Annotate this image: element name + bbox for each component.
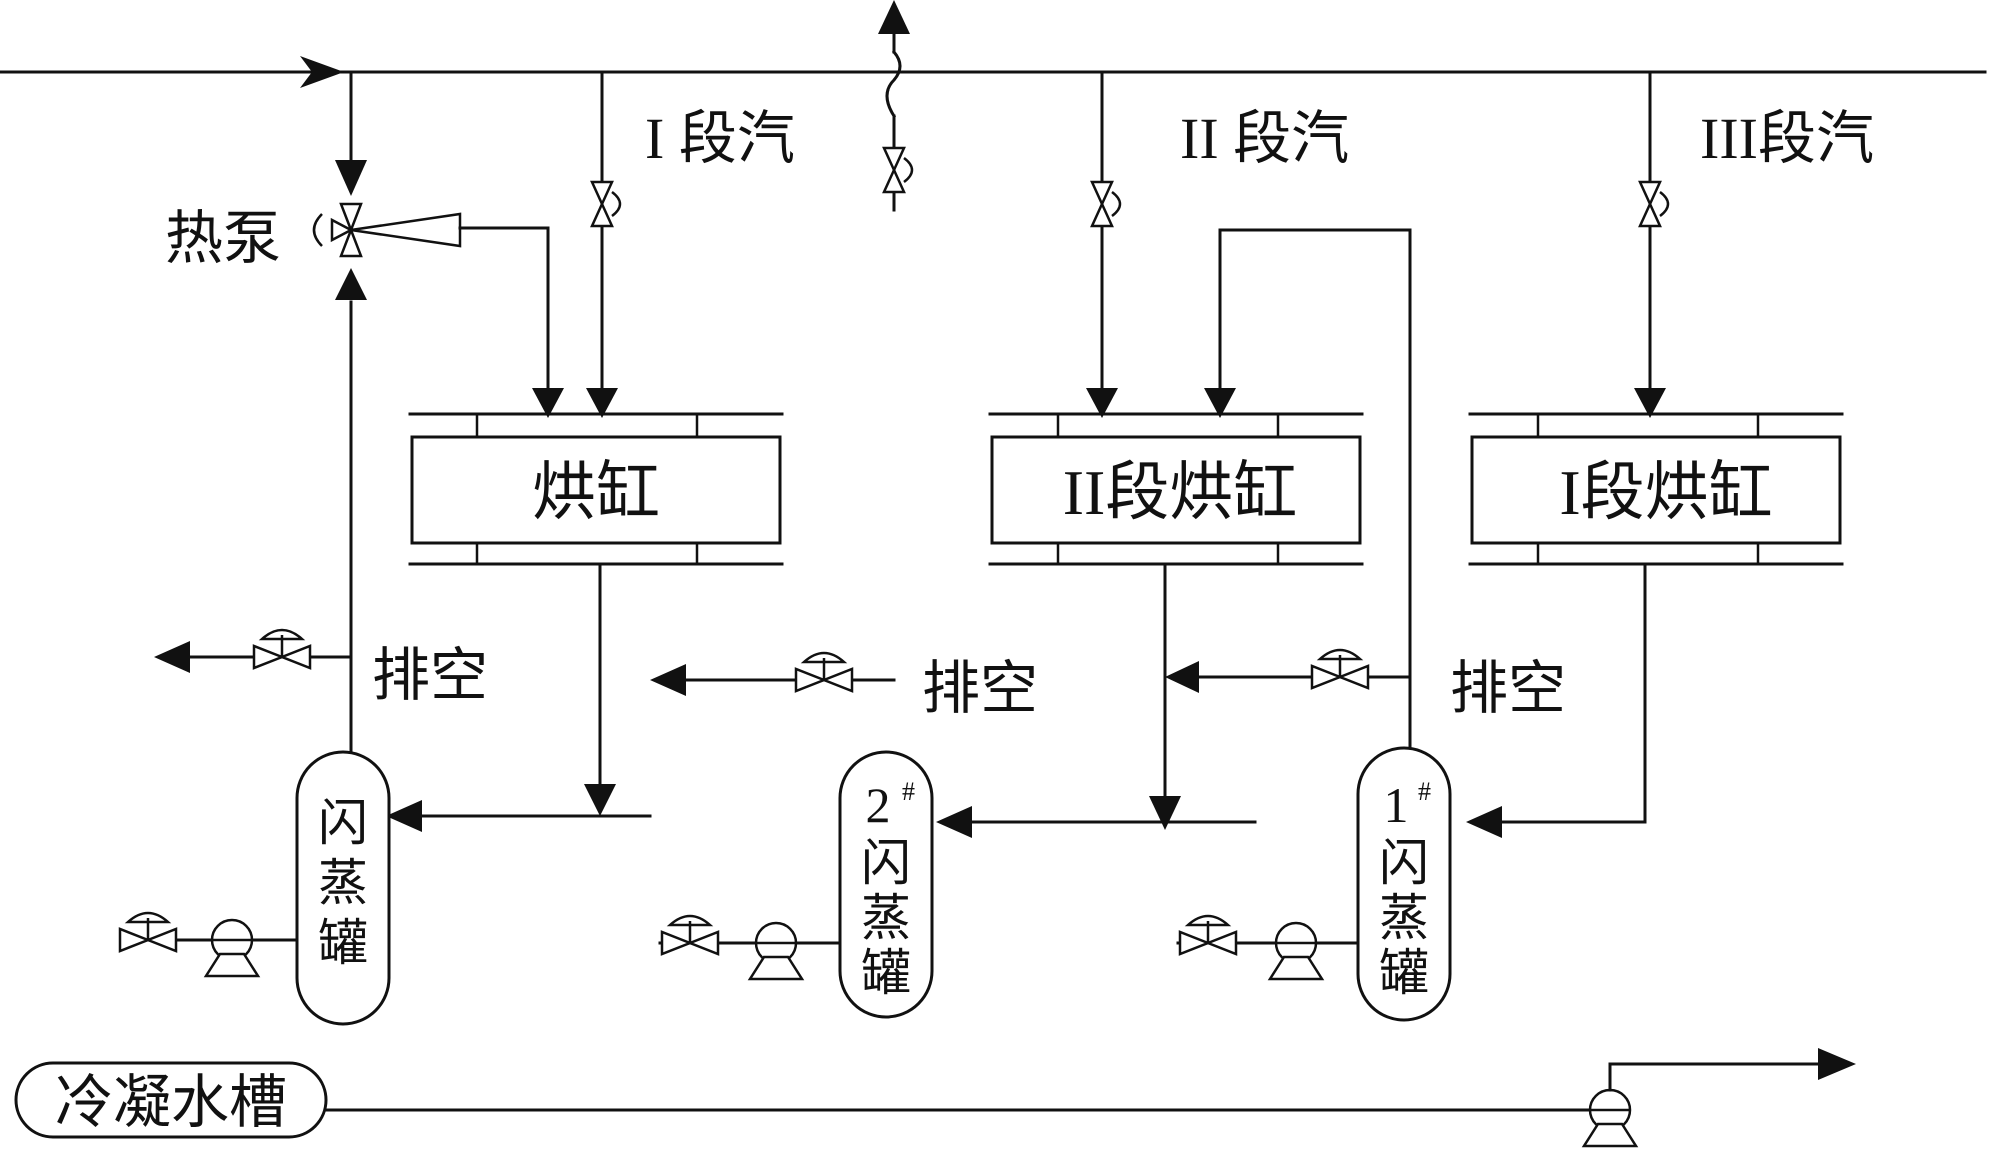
flash-tank-1-sup: #: [1418, 777, 1431, 806]
flash-tank-main-drain: [118, 911, 299, 978]
flash-tank-2-drain: [658, 914, 842, 981]
vent-valve-1-icon[interactable]: [252, 628, 312, 670]
dryer-stage2: II段烘缸: [988, 412, 1364, 566]
stage1-steam-branch: I 段汽: [586, 70, 795, 418]
flash-tank-main-char1: 闪: [318, 795, 368, 851]
flash-tank-2: 2 # 闪 蒸 罐: [838, 750, 934, 1019]
vent-valve-3-icon[interactable]: [1310, 648, 1370, 690]
stage2-steam-branch: II 段汽: [1086, 70, 1349, 418]
flash-tank-1-char1: 闪: [1379, 835, 1429, 891]
condensate-tank-label: 冷凝水槽: [55, 1070, 287, 1135]
drain-valve-1-icon[interactable]: [118, 911, 178, 953]
flash-steam-return-pipe: [1204, 228, 1412, 762]
heat-pump-assembly: 热泵: [165, 70, 564, 754]
condensate-pump-icon[interactable]: [1582, 1088, 1638, 1148]
flash-tank-2-char2: 蒸: [861, 890, 911, 946]
vent-valve-2-icon[interactable]: [794, 651, 854, 693]
stage1-steam-valve-icon[interactable]: [590, 180, 622, 228]
vent-line-2: 排空: [650, 651, 1038, 721]
stage3-steam-label: III段汽: [1700, 106, 1874, 171]
stage2-steam-valve-icon[interactable]: [1090, 180, 1122, 228]
vent-label-3: 排空: [1450, 656, 1566, 721]
vent-line-1: 排空: [154, 628, 488, 708]
dryer-main-label: 烘缸: [532, 457, 660, 528]
flash-tank-2-char3: 罐: [861, 945, 911, 1001]
stage2-steam-label: II 段汽: [1180, 106, 1349, 171]
flash-tank-1-char2: 蒸: [1379, 890, 1429, 946]
flash-tank-2-char1: 闪: [861, 835, 911, 891]
dryer-stage1-label: I段烘缸: [1559, 457, 1772, 528]
dryer-stage1: I段烘缸: [1468, 412, 1844, 566]
heat-pump-label: 热泵: [165, 206, 281, 271]
top-outlet-valve-icon[interactable]: [882, 146, 914, 194]
drain-valve-3-icon[interactable]: [1178, 914, 1238, 956]
vent-line-3: 排空: [1165, 648, 1566, 721]
flash-tank-main-char2: 蒸: [318, 855, 368, 911]
dryer-stage2-label: II段烘缸: [1063, 457, 1298, 528]
flash-tank-1-drain: [1176, 914, 1360, 981]
stage1-dryer-condensate-pipe: [1466, 562, 1647, 838]
condensate-tank: 冷凝水槽: [14, 1061, 328, 1139]
flash-tank-1-char3: 罐: [1379, 945, 1429, 1001]
main-dryer-condensate-pipe: [386, 562, 652, 832]
pump-1-icon[interactable]: [204, 918, 260, 978]
flash-tank-2-number: 2: [866, 777, 891, 833]
drain-valve-2-icon[interactable]: [660, 914, 720, 956]
flash-tank-main-char3: 罐: [318, 915, 368, 971]
vent-label-1: 排空: [372, 643, 488, 708]
condensate-outlet-line: [324, 1048, 1856, 1148]
dryer-main: 烘缸: [408, 412, 784, 566]
top-outlet-pipe: [878, 0, 914, 212]
flash-tank-2-sup: #: [902, 777, 915, 806]
heat-pump-valve-icon[interactable]: [312, 202, 462, 258]
flash-tank-1: 1 # 闪 蒸 罐: [1356, 746, 1452, 1022]
main-steam-header: [0, 56, 1987, 88]
stage3-steam-branch: III段汽: [1634, 70, 1874, 418]
stage1-steam-label: I 段汽: [645, 106, 795, 171]
pump-2-icon[interactable]: [748, 921, 804, 981]
flash-tank-main: 闪 蒸 罐: [295, 750, 391, 1026]
stage3-steam-valve-icon[interactable]: [1638, 180, 1670, 228]
stage2-dryer-condensate-pipe: [936, 562, 1257, 838]
vent-label-2: 排空: [922, 656, 1038, 721]
pump-3-icon[interactable]: [1268, 921, 1324, 981]
flash-tank-1-number: 1: [1384, 777, 1409, 833]
